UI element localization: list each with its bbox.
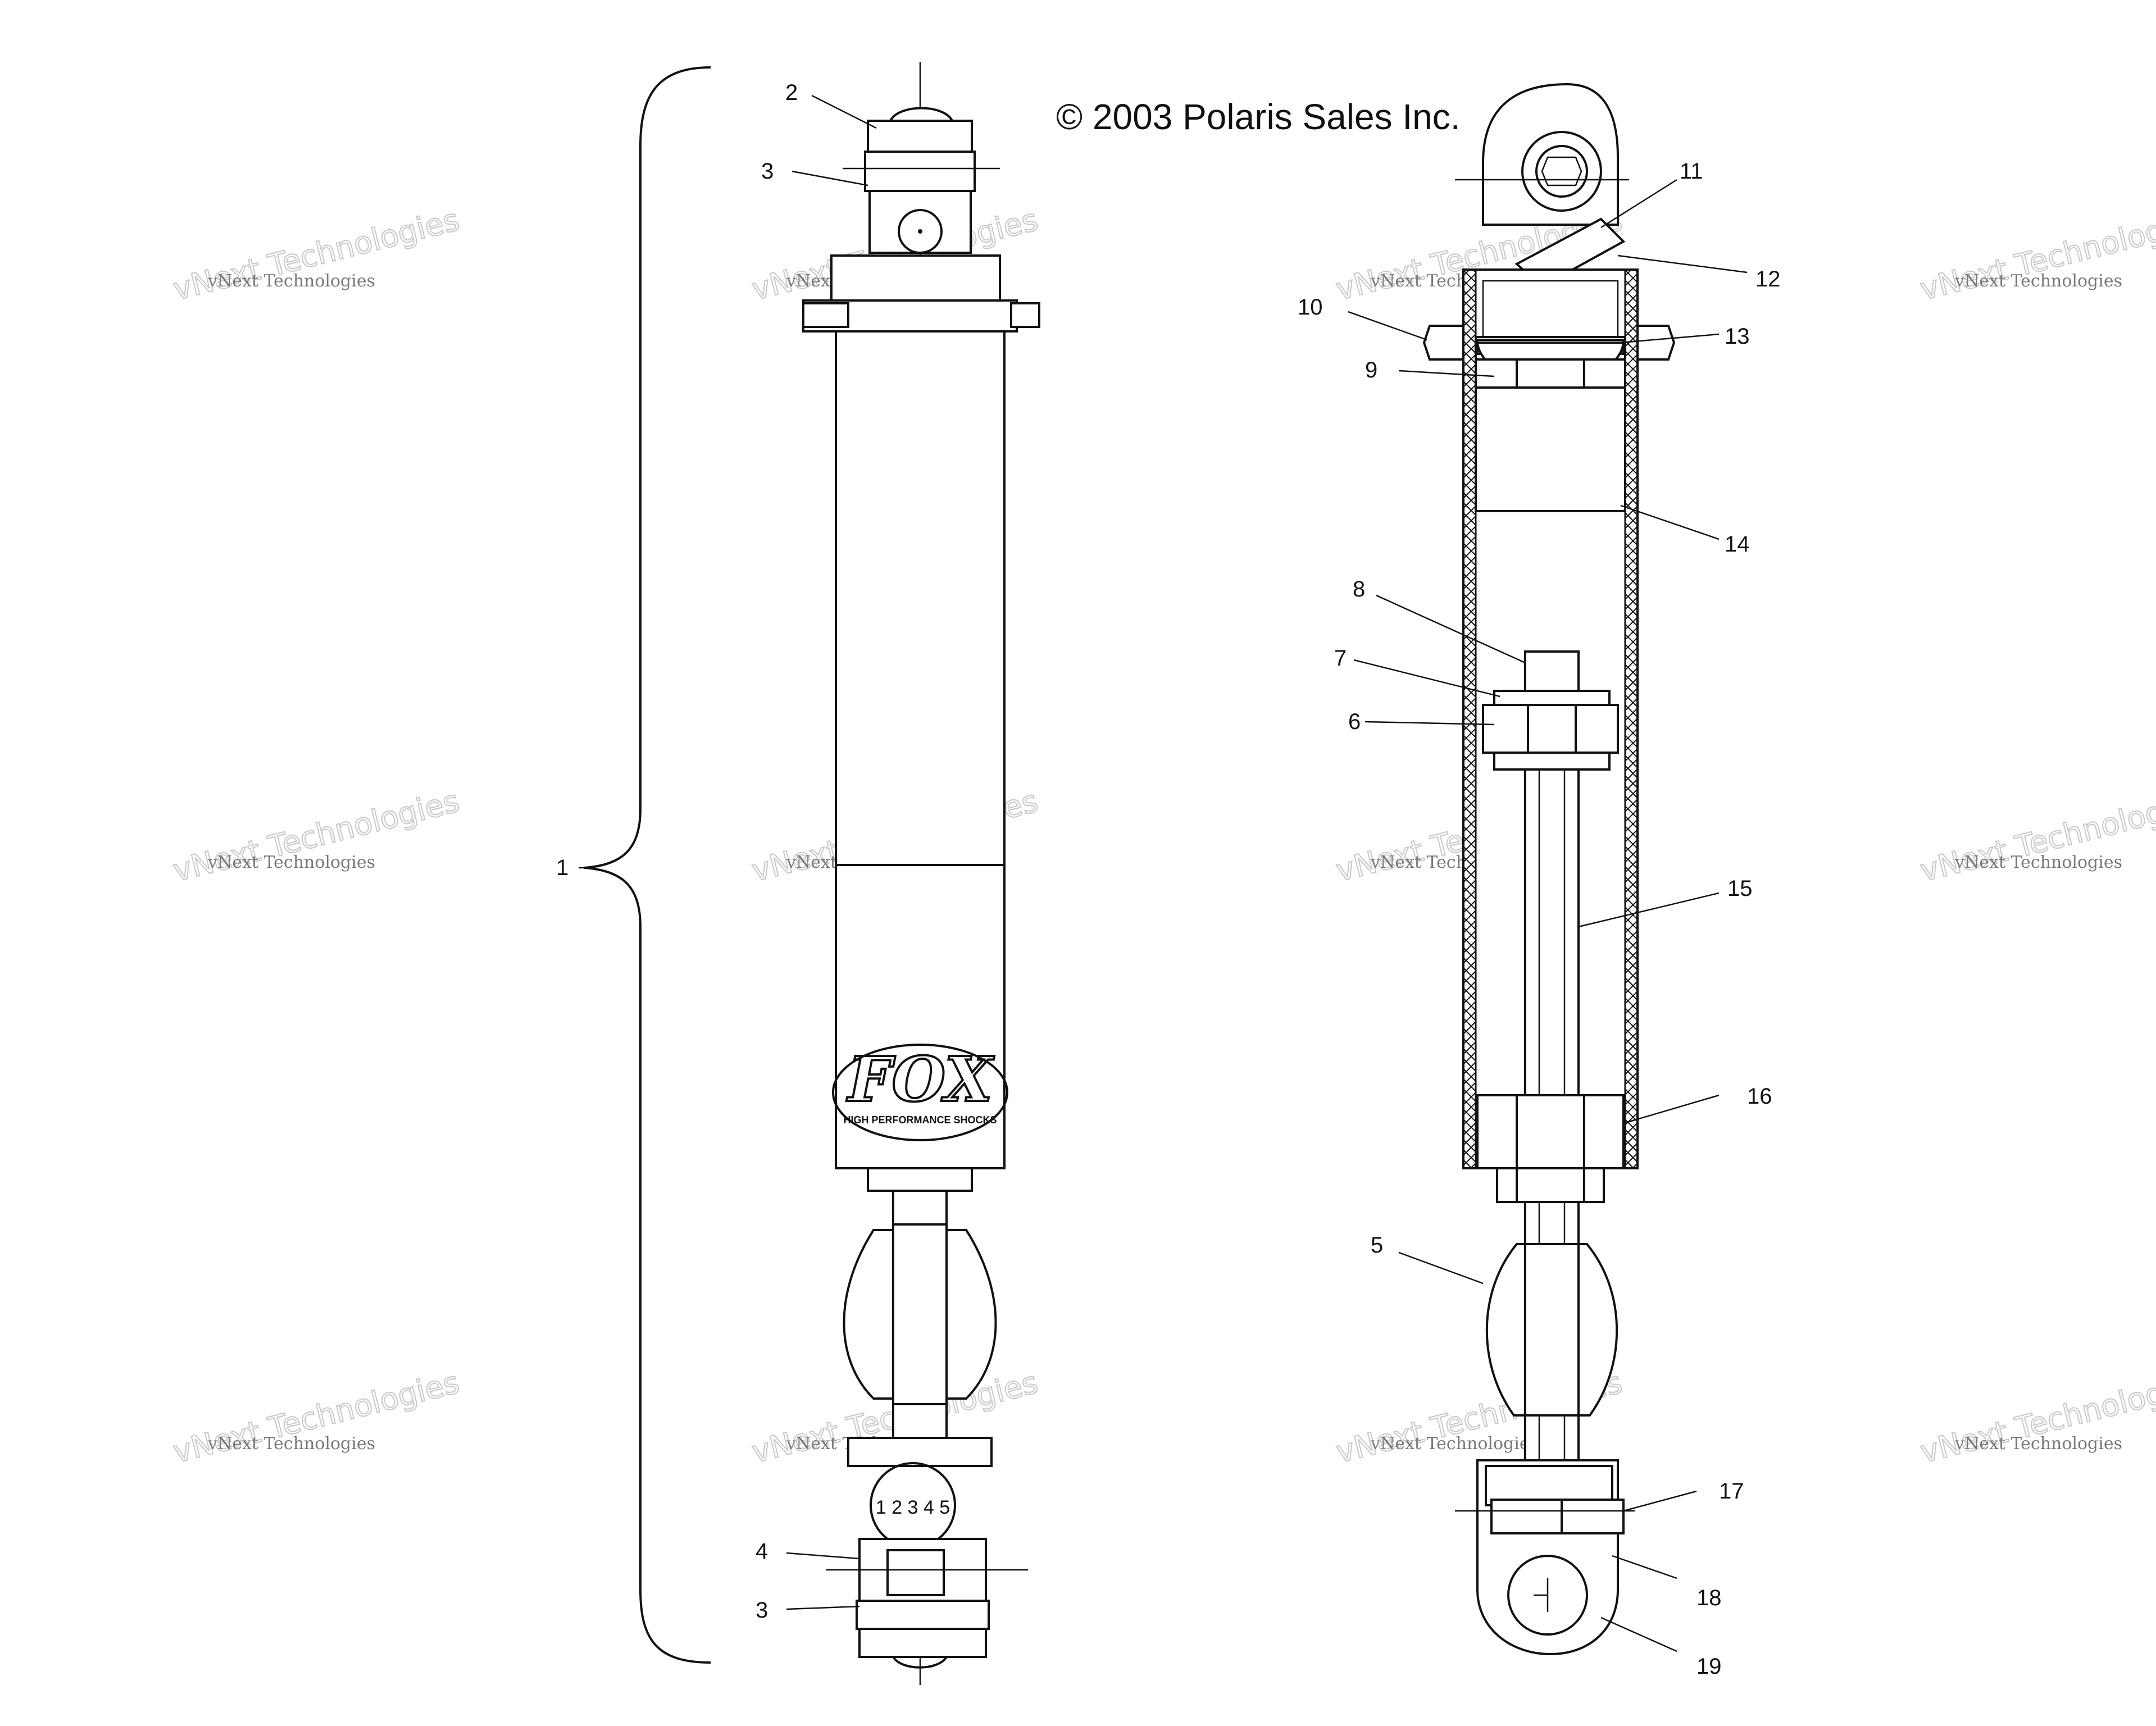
fox-logo — [832, 1044, 1008, 1141]
callout-19: 19 — [1696, 1654, 1722, 1679]
callout-17: 17 — [1719, 1479, 1744, 1504]
shock-body-ribbed — [835, 330, 1006, 866]
watermark-text: vNext Technologies — [170, 202, 463, 307]
bottom-bushing — [856, 1600, 990, 1630]
watermark-text: vNext Technologies — [1917, 202, 2156, 307]
top-bushing — [864, 151, 976, 192]
callout-10: 10 — [1298, 295, 1323, 320]
copyright-notice: © 2003 Polaris Sales Inc. — [1056, 97, 1461, 137]
callout-4: 4 — [756, 1539, 768, 1564]
callout-15: 15 — [1727, 876, 1753, 901]
callout-18: 18 — [1696, 1586, 1722, 1610]
fox-logo-brand: FOX — [846, 1043, 994, 1115]
callout-11: 11 — [1680, 159, 1703, 184]
watermark-text: vNext Technologies — [207, 1434, 375, 1454]
top-eye — [868, 190, 972, 254]
spring-collar-tab-left — [1422, 325, 1464, 361]
shock-body-lower — [835, 864, 1006, 1169]
lower-mount — [847, 1437, 993, 1467]
spring-collar-tab-right — [1636, 325, 1676, 361]
watermark: vNext Technologies vNext Technologies — [1916, 1364, 2156, 1470]
shock-assembly-exterior: FOX HIGH PERFORMANCE SHOCKS 1 2 3 4 5 — [802, 62, 1040, 1685]
callouts: 2 3 1 4 3 5 6 7 8 9 10 11 12 13 14 15 16… — [556, 80, 1781, 1679]
watermark-text: vNext Technologies — [207, 853, 375, 872]
callout-5: 5 — [1371, 1233, 1383, 1258]
callout-3-top: 3 — [761, 159, 774, 184]
callout-9: 9 — [1365, 358, 1377, 382]
watermark-text: vNext Technologies — [170, 783, 463, 888]
watermark: vNext Technologies vNext Technologies — [169, 201, 463, 307]
callout-8: 8 — [1353, 577, 1365, 602]
callout-13: 13 — [1725, 324, 1750, 349]
watermark-text: vNext Technologies — [1917, 783, 2156, 888]
callout-7: 7 — [1334, 646, 1347, 671]
watermark-text: vNext Technologies — [207, 271, 375, 291]
watermark: vNext Technologies vNext Technologies — [1916, 201, 2156, 307]
adjuster-screw — [1561, 1499, 1625, 1534]
shock-head — [830, 254, 1001, 302]
watermark-text: vNext Technologies — [1954, 271, 2122, 291]
watermark-text: vNext Technologies — [1954, 853, 2122, 872]
callout-6: 6 — [1348, 709, 1361, 734]
callout-12: 12 — [1755, 267, 1781, 292]
assembly-brace — [584, 66, 711, 1664]
callout-1: 1 — [556, 855, 568, 880]
callout-16: 16 — [1747, 1084, 1772, 1109]
leader-lines — [579, 94, 1748, 1652]
piston-washer — [1493, 690, 1611, 706]
watermark-text: vNext Technologies — [170, 1364, 463, 1469]
piston-nut — [1524, 650, 1580, 695]
shock-cutaway — [1422, 83, 1676, 1656]
watermark-text: vNext Technologies — [1954, 1434, 2122, 1454]
top-cap — [867, 120, 973, 156]
callout-2: 2 — [785, 80, 798, 105]
watermark-text: vNext Technologies — [1370, 1434, 1538, 1454]
callout-14: 14 — [1725, 532, 1750, 557]
watermark: vNext Technologies vNext Technologies — [1916, 782, 2156, 889]
watermark: vNext Technologies vNext Technologies — [169, 782, 463, 889]
fox-logo-tagline: HIGH PERFORMANCE SHOCKS — [843, 1114, 997, 1126]
watermark-text: vNext Technologies — [1917, 1364, 2156, 1469]
adjuster-digits: 1 2 3 4 5 — [876, 1497, 950, 1518]
watermarks: vNext Technologies vNext Technologies vN… — [169, 201, 2156, 1470]
callout-3-bottom: 3 — [756, 1598, 768, 1623]
watermark: vNext Technologies vNext Technologies — [169, 1364, 463, 1470]
